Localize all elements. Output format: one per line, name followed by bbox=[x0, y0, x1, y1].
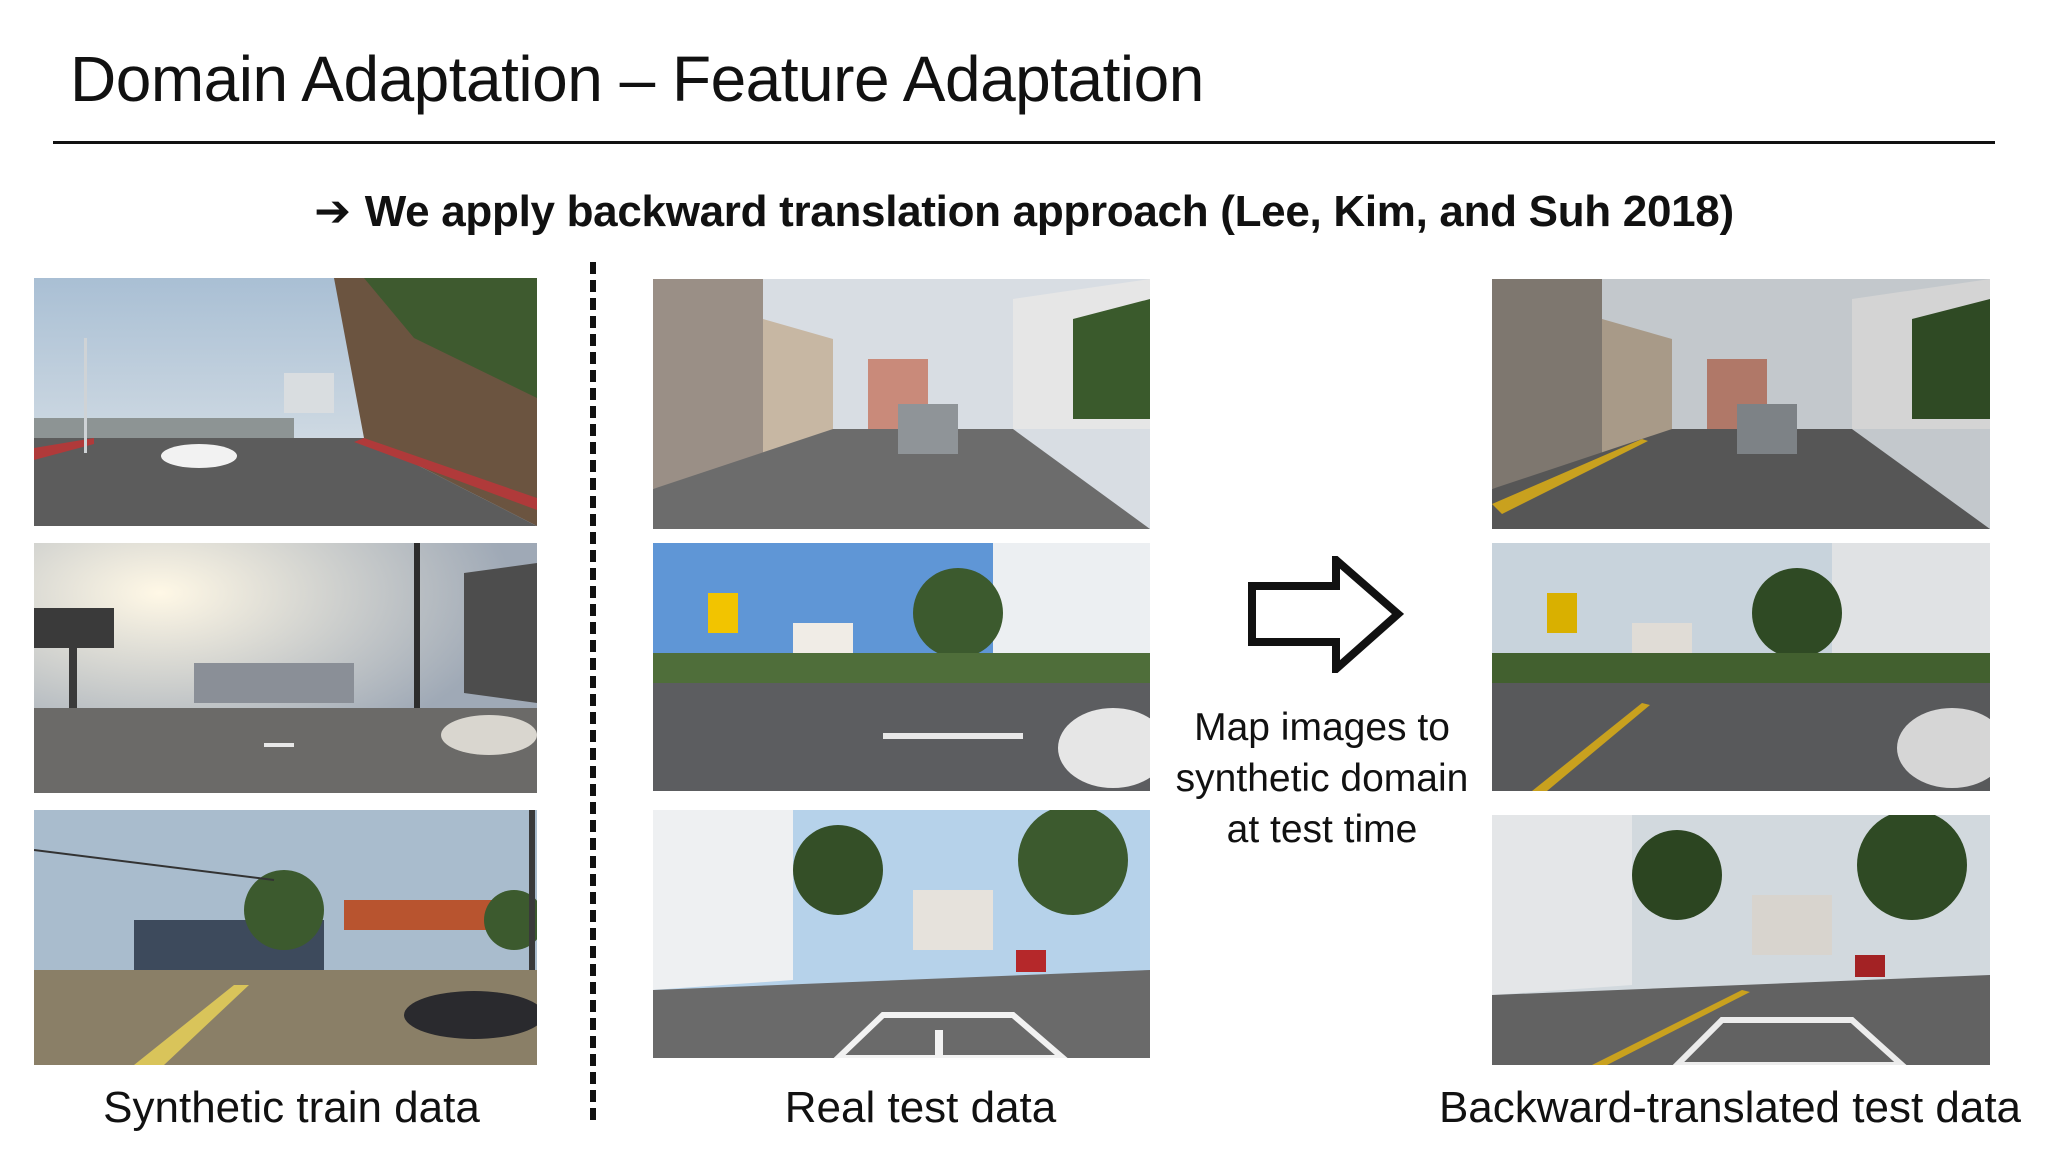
caption-translated: Backward-translated test data bbox=[1438, 1083, 2022, 1132]
translated-image-2 bbox=[1492, 543, 1990, 791]
middle-text-line-2: synthetic domain bbox=[1175, 757, 1469, 800]
synthetic-image-1 bbox=[34, 278, 537, 526]
slide-title: Domain Adaptation – Feature Adaptation bbox=[70, 43, 1204, 115]
middle-explanation: Map images to synthetic domain at test t… bbox=[1150, 702, 1494, 855]
translated-image-3 bbox=[1492, 815, 1990, 1065]
right-arrow-outline-icon bbox=[1246, 551, 1405, 678]
middle-text-line-1: Map images to bbox=[1194, 706, 1450, 749]
real-image-1 bbox=[653, 279, 1150, 529]
middle-text-line-3: at test time bbox=[1226, 808, 1418, 851]
caption-synthetic: Synthetic train data bbox=[103, 1083, 480, 1132]
synthetic-image-2 bbox=[34, 543, 537, 793]
synthetic-image-3 bbox=[34, 810, 537, 1065]
translated-image-1 bbox=[1492, 279, 1990, 529]
subtitle-arrow-icon: ➔ bbox=[314, 187, 351, 236]
caption-real: Real test data bbox=[784, 1083, 1057, 1132]
dashed-divider bbox=[590, 262, 596, 1120]
subtitle-text: We apply backward translation approach (… bbox=[364, 187, 1734, 236]
real-image-3 bbox=[653, 810, 1150, 1058]
subtitle: ➔ We apply backward translation approach … bbox=[0, 186, 2048, 237]
real-image-2 bbox=[653, 543, 1150, 791]
title-underline bbox=[53, 141, 1995, 144]
